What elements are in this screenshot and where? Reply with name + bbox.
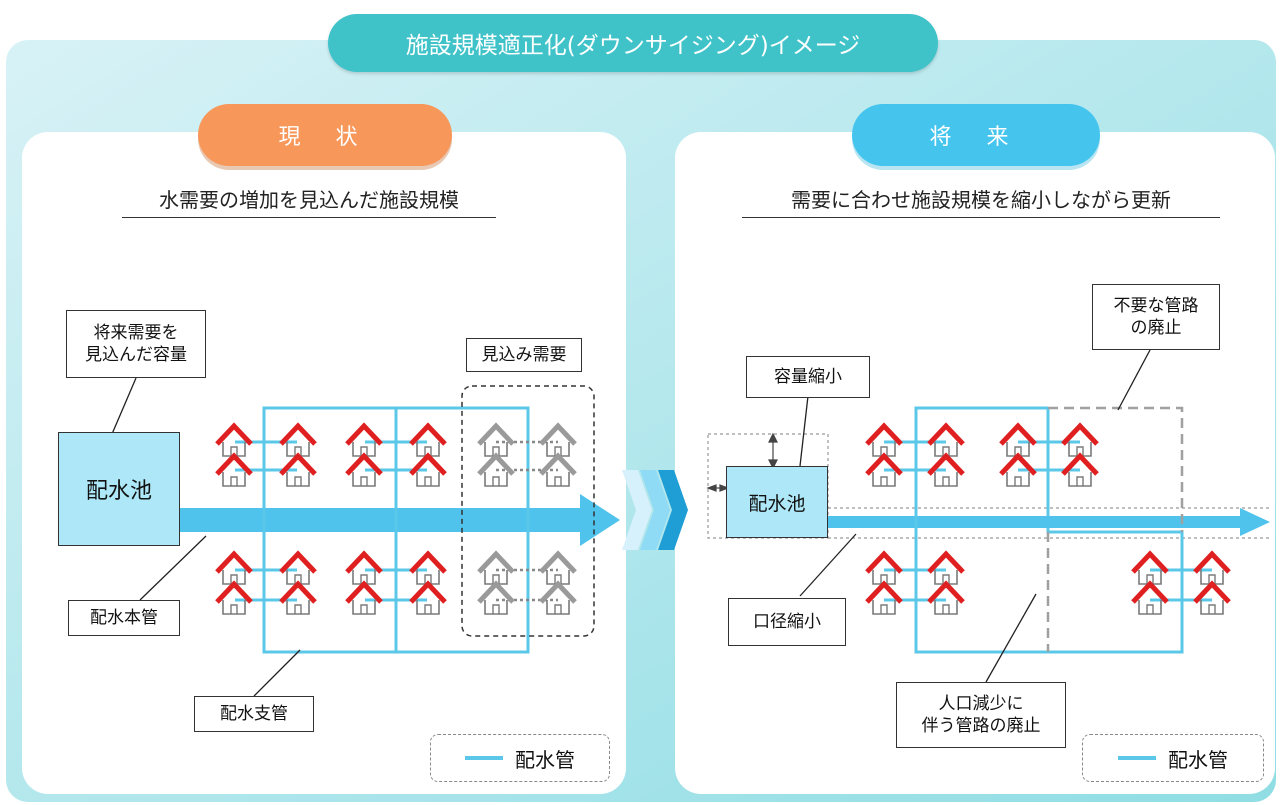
transition-chevrons bbox=[622, 470, 688, 550]
future-state-pill: 将 来 bbox=[852, 104, 1100, 166]
current-heading: 水需要の増加を見込んだ施設規模 bbox=[122, 184, 496, 218]
current-legend-label: 配水管 bbox=[515, 747, 575, 772]
current-legend: 配水管 bbox=[430, 734, 610, 782]
current-reservoir: 配水池 bbox=[58, 432, 180, 546]
future-reservoir-label: 配水池 bbox=[748, 492, 806, 515]
diameter-reduction-label: 口径縮小 bbox=[728, 598, 846, 646]
capacity-dimension-arrows bbox=[706, 432, 778, 492]
main-pipe-label: 配水本管 bbox=[68, 600, 180, 636]
legend-pipe-swatch bbox=[465, 756, 503, 760]
expected-demand-label: 見込み需要 bbox=[466, 338, 582, 372]
current-state-pill: 現 状 bbox=[198, 104, 452, 166]
right-main-pipe-arrow bbox=[828, 508, 1270, 536]
right-abolished-pipes bbox=[1046, 406, 1184, 652]
future-legend-label: 配水管 bbox=[1168, 747, 1228, 772]
unneeded-pipes-label: 不要な管路 の廃止 bbox=[1092, 284, 1220, 350]
capacity-label: 将来需要を 見込んだ容量 bbox=[66, 310, 206, 378]
expected-demand-region bbox=[461, 385, 595, 637]
right-leader-lines bbox=[799, 349, 1151, 683]
left-main-pipe-arrow bbox=[178, 494, 620, 546]
current-reservoir-label: 配水池 bbox=[85, 479, 152, 504]
left-expected-connectors bbox=[496, 440, 558, 602]
future-legend: 配水管 bbox=[1082, 734, 1264, 782]
diagram-title: 施設規模適正化(ダウンサイジング)イメージ bbox=[328, 14, 938, 72]
legend-pipe-swatch-future bbox=[1118, 756, 1156, 760]
right-old-pipe-outline bbox=[707, 433, 1272, 539]
branch-pipe-label: 配水支管 bbox=[194, 696, 314, 732]
capacity-reduction-label: 容量縮小 bbox=[746, 356, 870, 398]
left-leader-lines bbox=[111, 377, 301, 697]
future-reservoir: 配水池 bbox=[726, 466, 828, 538]
population-decline-label: 人口減少に 伴う管路の廃止 bbox=[896, 682, 1066, 748]
future-heading: 需要に合わせ施設規模を縮小しながら更新 bbox=[742, 184, 1220, 218]
